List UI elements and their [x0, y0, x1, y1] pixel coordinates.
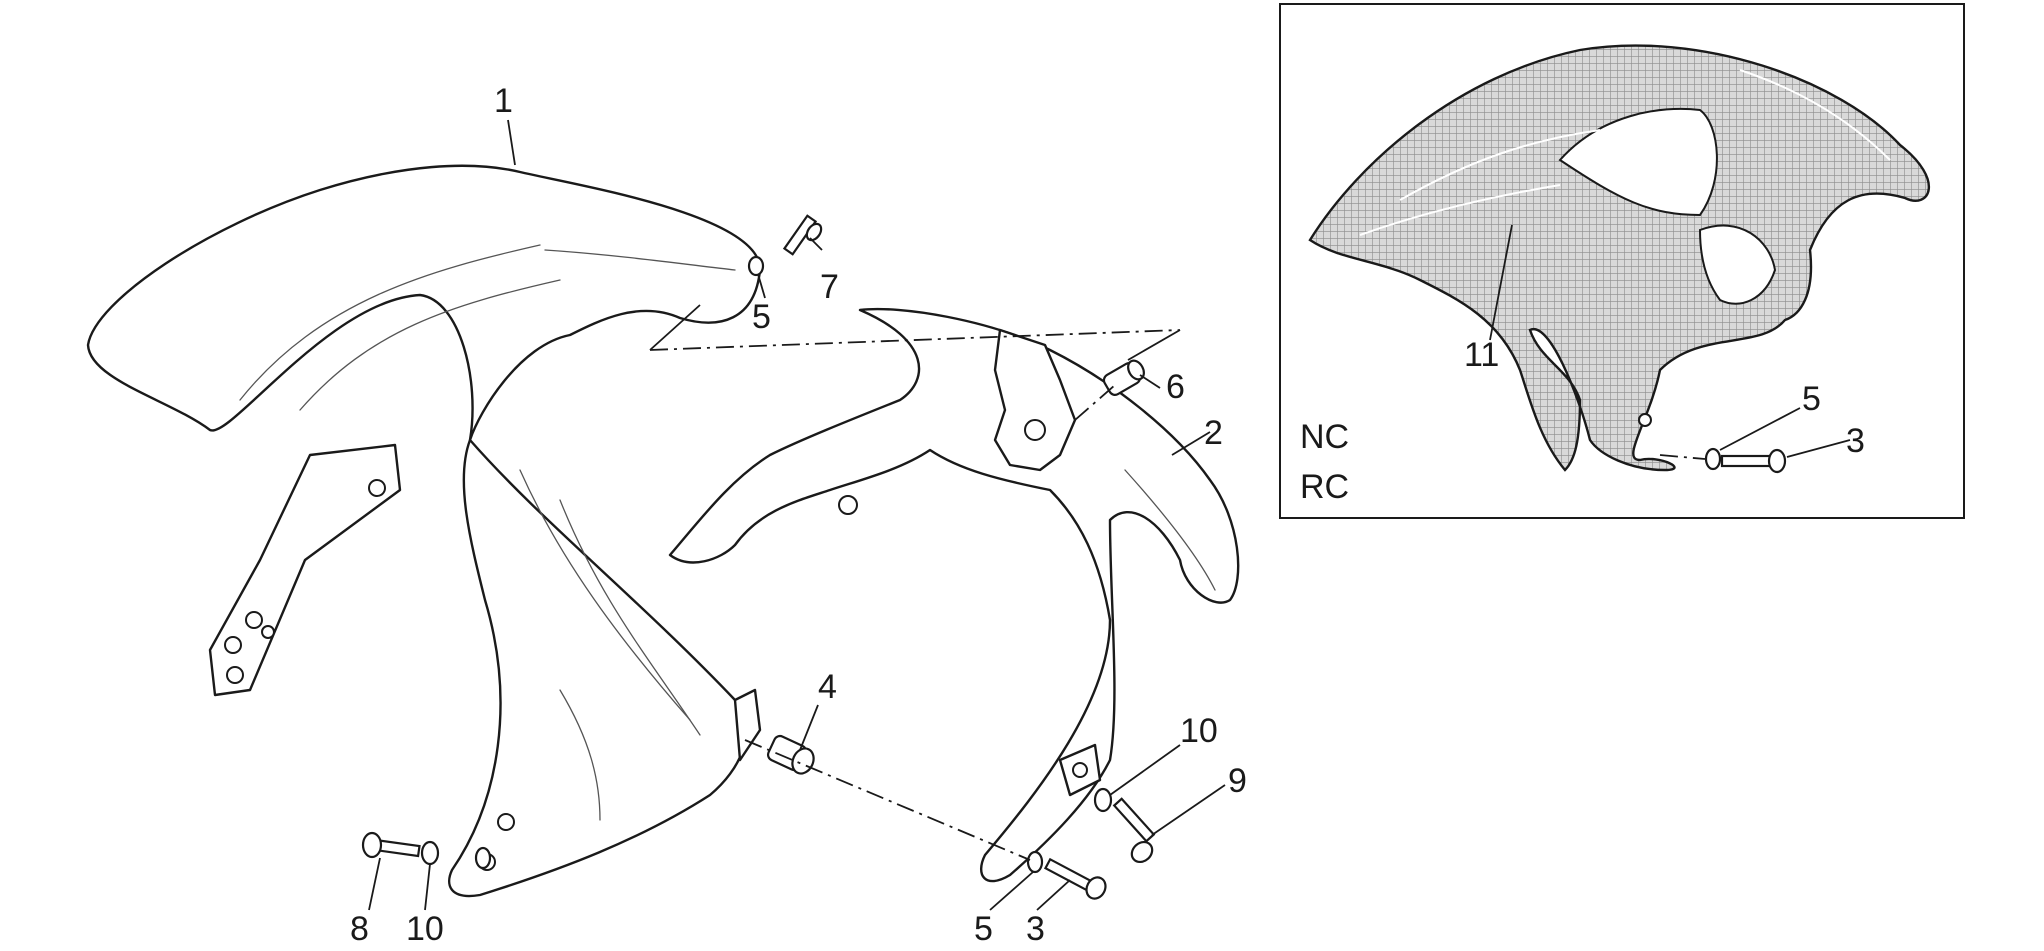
inset-variant-label: NC RC — [1300, 418, 1349, 506]
screw-part-9 — [1112, 797, 1156, 864]
callout-8: 8 — [350, 910, 369, 946]
callout-2: 2 — [1204, 414, 1223, 452]
washer-part-10-left — [420, 840, 440, 866]
callout-5-inset: 5 — [1802, 380, 1821, 418]
screw-part-8 — [361, 831, 421, 859]
screw-part-3-bottom — [1043, 857, 1107, 900]
washer-part-10-right — [1093, 787, 1113, 813]
callout-6: 6 — [1166, 368, 1185, 406]
front-mudguard-part-1 — [86, 164, 762, 898]
mudguard-support-part-2 — [668, 307, 1240, 883]
callout-11: 11 — [1464, 336, 1499, 374]
callout-labels: 1 2 3 3 4 5 5 5 6 7 8 9 10 10 11 — [350, 82, 1865, 948]
variant-nc: NC — [1300, 418, 1349, 456]
callout-3-bottom: 3 — [1026, 910, 1045, 946]
hole-mount-left — [474, 846, 492, 870]
screw-part-3-inset — [1720, 448, 1787, 474]
carbon-mudguard-part-11 — [1308, 44, 1931, 472]
washer-part-5-bottom — [1026, 850, 1044, 874]
callout-5-top: 5 — [752, 298, 771, 336]
assembly-lines — [649, 304, 1706, 861]
callout-3-inset: 3 — [1846, 422, 1865, 460]
variant-rc: RC — [1300, 468, 1349, 506]
washer-part-5-top — [747, 255, 765, 277]
callout-4: 4 — [818, 668, 837, 706]
hardware — [361, 214, 1787, 900]
spacer-part-4 — [766, 734, 815, 775]
variant-inset — [1279, 3, 1965, 519]
callout-10-left: 10 — [406, 910, 444, 946]
callout-1: 1 — [494, 82, 513, 120]
leader-lines — [368, 119, 1851, 911]
callout-10-right: 10 — [1180, 712, 1218, 750]
washer-part-5-inset — [1704, 447, 1722, 471]
callout-5-bottom: 5 — [974, 910, 993, 946]
screw-part-7 — [782, 214, 823, 256]
callout-9: 9 — [1228, 762, 1247, 800]
callout-7: 7 — [820, 268, 839, 306]
